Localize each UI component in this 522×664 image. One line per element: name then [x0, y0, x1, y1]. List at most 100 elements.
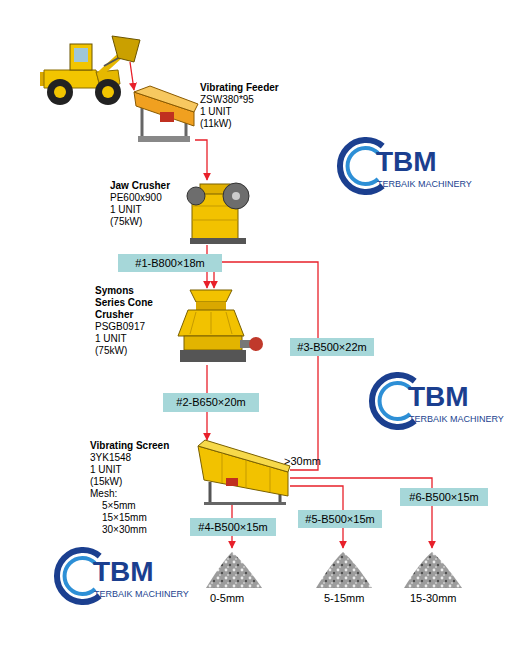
conveyor-tag: #2-B650×20m: [163, 393, 259, 412]
cone-bowl: [178, 310, 244, 336]
product-size: 5-15mm: [324, 591, 384, 605]
screen-leg: [209, 482, 212, 503]
logo-tagline: TERBAIK MACHINERY: [377, 179, 472, 189]
equipment-spec: 3YK1548 1 UNIT (15kW): [90, 452, 136, 488]
feeder-deck: [134, 86, 198, 112]
equipment-spec: Mesh: 5×5mm 15×15mm 30×30mm: [90, 488, 150, 536]
cone-base: [180, 350, 246, 362]
jaw-base: [190, 238, 246, 244]
equipment-spec: ZSW380*95 1 UNIT (11kW): [200, 94, 258, 130]
screen-leg: [279, 494, 282, 503]
stock-pile: [206, 552, 262, 588]
product-pile: 0-5mm: [200, 548, 275, 614]
spec-caption: 15-30mm: [410, 591, 472, 605]
conveyor-line: [206, 365, 207, 393]
product-pile: 5-15mm: [312, 548, 387, 614]
cone-hopper: [190, 290, 232, 302]
loader-bucket: [112, 36, 140, 62]
logo-arc: [380, 383, 410, 419]
logo-arc: [65, 558, 95, 594]
vibrating-feeder: [134, 86, 198, 142]
equipment-title: Vibrating Screen: [90, 440, 185, 452]
conveyor-line: [206, 245, 207, 254]
screen-rib: [222, 453, 223, 483]
edge-label: >30mm: [284, 455, 321, 467]
screen-base: [204, 502, 286, 505]
cone-mainframe: [184, 336, 242, 350]
jaw-rib: [192, 220, 238, 221]
screen-rib: [246, 460, 247, 488]
cone-neck: [196, 302, 226, 310]
conveyor-line: [290, 486, 343, 510]
jaw-flywheel: [223, 183, 249, 209]
spec-caption: 0-5mm: [210, 591, 270, 605]
equipment-node: Vibrating FeederZSW380*95 1 UNIT (11kW): [130, 85, 195, 145]
conveyor-line: [231, 505, 232, 518]
equipment-title: Jaw Crusher: [110, 180, 182, 192]
screen-deck: [198, 440, 290, 472]
product-size: 15-30mm: [410, 591, 472, 605]
feeder-base: [138, 136, 190, 142]
conveyor-name: #5-B500×15m: [298, 510, 382, 528]
equipment-title: Vibrating Feeder: [200, 82, 292, 94]
edge-group: [195, 140, 432, 548]
cone-sheave: [249, 337, 263, 351]
equipment-spec: PSGB0917 1 UNIT (75kW): [95, 321, 150, 357]
logo-arc: [348, 148, 378, 184]
conveyor-tag: #1-B800×18m: [118, 254, 222, 272]
conveyor-line: [431, 506, 432, 548]
loader-hub: [102, 86, 114, 98]
vibrating-screen: [198, 440, 290, 505]
conveyor-line: [214, 262, 318, 338]
conveyor-tag: #4-B500×15m: [190, 518, 276, 536]
conveyor-name: #4-B500×15m: [190, 518, 276, 536]
product-size: 0-5mm: [210, 591, 270, 605]
feeder-motor: [160, 112, 174, 122]
conveyor-line: [231, 536, 232, 548]
jaw-crusher: [187, 183, 249, 244]
cone-rib: [226, 312, 232, 334]
spec-caption: 5-15mm: [324, 591, 384, 605]
logo-wordmark: TBM: [376, 146, 437, 178]
equipment-node: Vibrating Screen3YK1548 1 UNIT (15kW)Mes…: [195, 440, 290, 505]
feeder-leg: [141, 104, 144, 138]
loader-window: [74, 48, 88, 62]
logo-tagline: TERBAIK MACHINERY: [409, 414, 504, 424]
conveyor-line: [342, 528, 343, 548]
loader-hub: [54, 86, 66, 98]
logo-wordmark: TBM: [93, 556, 154, 588]
spec-caption: Symons Series Cone CrusherPSGB0917 1 UNI…: [95, 285, 159, 357]
equipment-title: Symons Series Cone Crusher: [95, 285, 159, 321]
conveyor-name: #2-B650×20m: [163, 393, 259, 412]
product-pile: 15-30mm: [400, 548, 475, 614]
cone-rib: [190, 312, 196, 334]
logo-tagline: TERBAIK MACHINERY: [94, 589, 189, 599]
conveyor-name: #3-B500×22m: [290, 338, 374, 356]
conveyor-line: [290, 356, 318, 470]
loader-tire: [95, 79, 121, 105]
equipment-spec: PE600x900 1 UNIT (75kW): [110, 192, 168, 228]
stock-pile: [404, 552, 462, 588]
screen-rib: [270, 467, 271, 492]
jaw-flywheel: [187, 187, 205, 205]
conveyor-name: #1-B800×18m: [118, 254, 222, 272]
loader-tire: [47, 79, 73, 105]
conveyor-line: [206, 272, 207, 288]
cone-crusher: [178, 290, 263, 362]
loader-cab: [70, 44, 92, 70]
spec-caption: Vibrating FeederZSW380*95 1 UNIT (11kW): [200, 82, 292, 130]
conveyor-tag: #3-B500×22m: [290, 338, 374, 356]
spec-caption: Jaw CrusherPE600x900 1 UNIT (75kW): [110, 180, 182, 228]
logo-wordmark: TBM: [408, 381, 469, 413]
conveyor-line: [206, 412, 207, 440]
conveyor-line: [290, 478, 432, 488]
cone-rib: [211, 312, 212, 334]
conveyor-line: [195, 140, 207, 180]
conveyor-tag: #5-B500×15m: [298, 510, 382, 528]
spec-caption: Vibrating Screen3YK1548 1 UNIT (15kW)Mes…: [90, 440, 185, 536]
wheel-loader: [40, 36, 140, 105]
jaw-hub: [232, 192, 240, 200]
conveyor-name: #6-B500×15m: [400, 488, 488, 506]
stock-pile: [316, 552, 372, 588]
